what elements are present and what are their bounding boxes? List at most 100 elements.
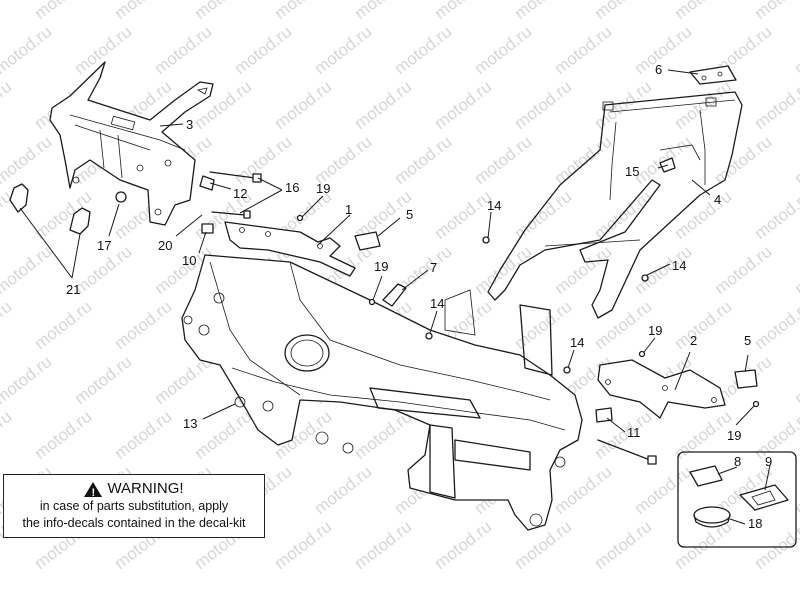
- callout-14-top: 14: [487, 198, 501, 213]
- watermark-text: motod.ru: [191, 407, 256, 463]
- watermark-text: motod.ru: [471, 22, 536, 78]
- warning-box: WARNING! in case of parts substitution, …: [3, 474, 265, 538]
- watermark-text: motod.ru: [591, 0, 656, 23]
- watermark-text: motod.ru: [391, 132, 456, 188]
- watermark-text: motod.ru: [751, 187, 800, 243]
- watermark-text: motod.ru: [511, 77, 576, 133]
- watermark-text: motod.ru: [431, 77, 496, 133]
- callout-20: 20: [158, 238, 172, 253]
- callout-7: 7: [430, 260, 437, 275]
- link-part-7: [382, 283, 407, 307]
- callout-8: 8: [734, 454, 741, 469]
- watermark-text: motod.ru: [0, 187, 15, 243]
- callout-21: 21: [66, 282, 80, 297]
- watermark-text: motod.ru: [111, 297, 176, 353]
- callout-5-right: 5: [744, 333, 751, 348]
- warning-title: WARNING!: [4, 480, 264, 502]
- callout-12: 12: [233, 186, 247, 201]
- watermark-text: motod.ru: [671, 407, 736, 463]
- watermark-text: motod.ru: [151, 22, 216, 78]
- callout-15: 15: [625, 164, 639, 179]
- rear-subframe-part-4: [487, 91, 743, 319]
- callout-14-lower: 14: [570, 335, 584, 350]
- callout-1: 1: [345, 202, 352, 217]
- small-bracket-part-5: [354, 231, 758, 389]
- watermark-text: motod.ru: [591, 297, 656, 353]
- watermark-text: motod.ru: [551, 132, 616, 188]
- watermark-text: motod.ru: [791, 242, 800, 298]
- watermark-text: motod.ru: [0, 297, 15, 353]
- watermark-text: motod.ru: [431, 0, 496, 23]
- callout-19-top: 19: [316, 181, 330, 196]
- warning-line-1: in case of parts substitution, apply: [39, 499, 229, 513]
- callout-4: 4: [714, 192, 721, 207]
- watermark-text: motod.ru: [351, 0, 416, 23]
- callout-16: 16: [285, 180, 299, 195]
- callout-17: 17: [97, 238, 111, 253]
- watermark-text: motod.ru: [31, 0, 96, 23]
- watermark-text: motod.ru: [751, 77, 800, 133]
- callout-19-mid: 19: [374, 259, 388, 274]
- callout-2: 2: [690, 333, 697, 348]
- watermark-text: motod.ru: [671, 297, 736, 353]
- watermark-text: motod.ru: [591, 517, 656, 573]
- watermark-text: motod.ru: [0, 22, 55, 78]
- watermark-text: motod.ru: [111, 0, 176, 23]
- watermark-text: motod.ru: [671, 0, 736, 23]
- watermark-text: motod.ru: [191, 0, 256, 23]
- watermark-text: motod.ru: [311, 22, 376, 78]
- watermark-text: motod.ru: [751, 297, 800, 353]
- watermark-text: motod.ru: [791, 352, 800, 408]
- callout-6: 6: [655, 62, 662, 77]
- watermark-text: motod.ru: [351, 517, 416, 573]
- watermark-text: motod.ru: [271, 517, 336, 573]
- watermark-text: motod.ru: [631, 132, 696, 188]
- watermark-text: motod.ru: [591, 77, 656, 133]
- watermark-text: motod.ru: [0, 242, 55, 298]
- watermark-text: motod.ru: [31, 407, 96, 463]
- callout-10: 10: [182, 253, 196, 268]
- watermark-text: motod.ru: [631, 462, 696, 518]
- plate-part-6: [689, 65, 737, 85]
- warning-title-text: WARNING!: [107, 480, 184, 497]
- watermark-text: motod.ru: [511, 187, 576, 243]
- leader-lines: [19, 69, 771, 525]
- watermark-text: motod.ru: [551, 462, 616, 518]
- watermark-text: motod.ru: [351, 407, 416, 463]
- bracket-part-2: [597, 359, 726, 419]
- watermark-text: motod.ru: [31, 297, 96, 353]
- watermark-text: motod.ru: [711, 242, 776, 298]
- watermark-text: motod.ru: [0, 132, 55, 188]
- watermark-text: motod.ru: [71, 352, 136, 408]
- watermark-text: motod.ru: [0, 77, 15, 133]
- watermark-text: motod.ru: [0, 352, 55, 408]
- callout-labels: 1 2 3 4 5 5 6 7 8 9 10 11 12 13 14 14 14…: [66, 62, 772, 531]
- watermark-text: motod.ru: [231, 22, 296, 78]
- watermark-text: motod.ru: [471, 242, 536, 298]
- watermark-text: motod.ru: [431, 187, 496, 243]
- watermark-text: motod.ru: [631, 22, 696, 78]
- watermark-text: motod.ru: [431, 517, 496, 573]
- main-frame-part-13: [181, 254, 583, 531]
- watermark-text: motod.ru: [471, 132, 536, 188]
- callout-13: 13: [183, 416, 197, 431]
- watermark-text: motod.ru: [791, 22, 800, 78]
- callout-14-mid: 14: [430, 296, 444, 311]
- front-bracket-part-3: [49, 61, 214, 226]
- watermark-text: motod.ru: [271, 0, 336, 23]
- watermark-text: motod.ru: [391, 22, 456, 78]
- inset-box-parts-8-9-18: [677, 451, 797, 548]
- watermark-text: motod.ru: [791, 132, 800, 188]
- watermark-text: motod.ru: [351, 77, 416, 133]
- warning-line-2: the info-decals contained in the decal-k…: [22, 516, 246, 530]
- callout-14-right: 14: [672, 258, 686, 273]
- watermark-text: motod.ru: [0, 407, 15, 463]
- watermark-text: motod.ru: [511, 0, 576, 23]
- watermark-text: motod.ru: [751, 407, 800, 463]
- watermark-text: motod.ru: [711, 132, 776, 188]
- watermark-text: motod.ru: [551, 22, 616, 78]
- watermark-text: motod.ru: [671, 187, 736, 243]
- watermark-text: motod.ru: [311, 462, 376, 518]
- callout-19-right: 19: [648, 323, 662, 338]
